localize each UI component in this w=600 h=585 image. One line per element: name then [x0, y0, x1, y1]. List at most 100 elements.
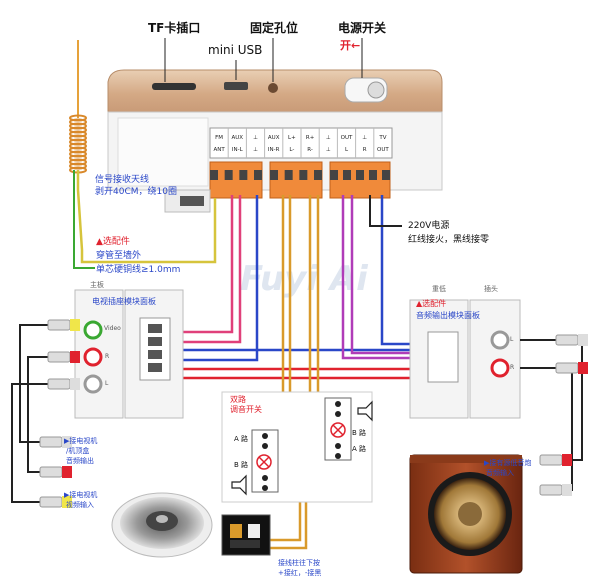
switch-left-b: B 路	[234, 461, 249, 469]
terminal-label-top: OUT	[341, 135, 353, 141]
tv-note-2: /机顶盒	[66, 447, 90, 455]
tv-note-1: ▶接电视机	[64, 437, 98, 445]
terminal-note-1: 接线柱往下按	[278, 559, 320, 567]
switch-contact	[262, 485, 268, 491]
sub-note-2: 音频输入	[486, 469, 514, 477]
terminal-label-bottom: ⊥	[326, 147, 331, 153]
watermark: Fuyi Ai	[240, 259, 369, 299]
switch-contact	[335, 443, 341, 449]
right-jack-r: R	[510, 364, 515, 371]
terminal-post-photo	[221, 514, 271, 556]
terminal-label-bottom: ⊥	[253, 147, 258, 153]
terminal-screw	[314, 170, 322, 180]
antenna-note-2: 剥开40CM，绕10圈	[95, 187, 177, 197]
speaker-a-icon	[357, 400, 373, 422]
tf-slot	[152, 83, 196, 90]
terminal-screw	[270, 170, 278, 180]
terminal-label-bottom: L	[345, 147, 349, 153]
terminal-blocks	[209, 161, 391, 199]
sub-note-1: ▶接有源低音炮	[484, 459, 532, 467]
terminal-screw	[356, 170, 364, 180]
rca-plug	[39, 436, 72, 448]
left-wall-panel	[74, 289, 184, 419]
terminal-note-2: +接红，-接黑	[278, 569, 322, 577]
rca-plug	[47, 351, 80, 363]
mini-usb-port	[224, 82, 248, 90]
fix-hole-label: 固定孔位	[250, 21, 299, 35]
out-r-jack	[490, 358, 510, 378]
right-panel-header-2: 插头	[484, 285, 498, 293]
power-switch-label: 电源开关	[338, 21, 387, 35]
terminal-screw	[239, 170, 248, 180]
panel-terminal	[148, 363, 162, 372]
terminal-label-bottom: R	[363, 147, 367, 153]
audio-l-jack	[83, 374, 103, 394]
terminal-screw	[369, 170, 377, 180]
rca-plug	[555, 362, 588, 374]
terminal-label-top: FM	[215, 135, 223, 141]
terminal-label-bottom: L-	[289, 147, 294, 153]
fix-hole	[268, 83, 278, 93]
right-panel-title-2: 音频输出模块面板	[416, 311, 480, 320]
switch-contact	[335, 453, 341, 459]
switch-contact	[262, 475, 268, 481]
speaker-b-icon	[231, 474, 247, 496]
terminal-screw	[284, 170, 293, 180]
panel-terminal	[148, 324, 162, 333]
terminal-label-top: AUX	[268, 135, 280, 141]
left-panel-title: 电视插座模块面板	[92, 297, 156, 306]
rca-plug	[39, 466, 72, 478]
rca-plug	[539, 454, 572, 466]
out-l-jack	[490, 330, 510, 350]
terminal-screw	[224, 170, 233, 180]
terminal-label-bottom: IN-L	[232, 147, 244, 153]
switch-left-a: A 路	[234, 435, 249, 443]
mini-usb-label: mini USB	[208, 43, 263, 57]
terminal-screw	[299, 170, 308, 180]
switch-contact	[262, 433, 268, 439]
rca-plug	[47, 319, 80, 331]
rca-plug	[539, 484, 572, 496]
right-panel-header-1: 重低	[432, 285, 446, 293]
main-device: FMANTAUXIN-L⊥⊥AUXIN-RL+L-R+R-⊥⊥OUTL⊥RTVO…	[107, 69, 443, 213]
rca-plug	[47, 378, 80, 390]
power-note-2: 红线接火，黑线接零	[408, 235, 490, 245]
tv-note-3: 音频输出	[66, 457, 94, 465]
terminal-screw	[210, 170, 218, 180]
right-rca-cables	[520, 334, 588, 496]
terminal-label-top: AUX	[232, 135, 244, 141]
terminal-label-top: ⊥	[253, 135, 258, 141]
terminal-label-top: ⊥	[326, 135, 331, 141]
switch-contact	[262, 443, 268, 449]
audio-r-jack	[83, 347, 103, 367]
terminal-block	[209, 161, 263, 199]
video-jack	[83, 320, 103, 340]
terminal-screw	[330, 170, 338, 180]
dvd-note-2: 视频输入	[66, 501, 94, 509]
left-panel-header: 主板	[90, 281, 104, 289]
terminal-block	[269, 161, 323, 199]
terminal-label-top: R+	[306, 135, 315, 141]
antenna-note-1: 信号接收天线	[95, 175, 150, 185]
rca-plug	[555, 334, 588, 346]
right-jack-l: L	[510, 336, 514, 343]
switch-box	[221, 391, 373, 503]
panel-terminal	[148, 350, 162, 359]
switch-title-2: 调音开关	[230, 405, 262, 414]
terminal-label-bottom: IN-R	[268, 147, 280, 153]
terminal-label-top: ⊥	[362, 135, 367, 141]
switch-contact	[335, 401, 341, 407]
switch-right-a: A 路	[352, 445, 367, 453]
tf-slot-label: TF卡插口	[148, 21, 201, 35]
dvd-note-1: ▶接电视机	[64, 491, 98, 499]
accessory-left-line2: 单芯硬铜线≥1.0mm	[96, 265, 181, 275]
terminal-screw	[254, 170, 262, 180]
terminal-label-top: TV	[378, 135, 386, 141]
left-jack-l: L	[105, 380, 109, 387]
right-wall-panel	[409, 299, 521, 419]
terminal-label-bottom: R-	[307, 147, 313, 153]
accessory-left-line1: 穿管至墙外	[96, 251, 142, 261]
power-note-1: 220V电源	[408, 221, 450, 231]
left-jack-r: R	[105, 353, 110, 360]
